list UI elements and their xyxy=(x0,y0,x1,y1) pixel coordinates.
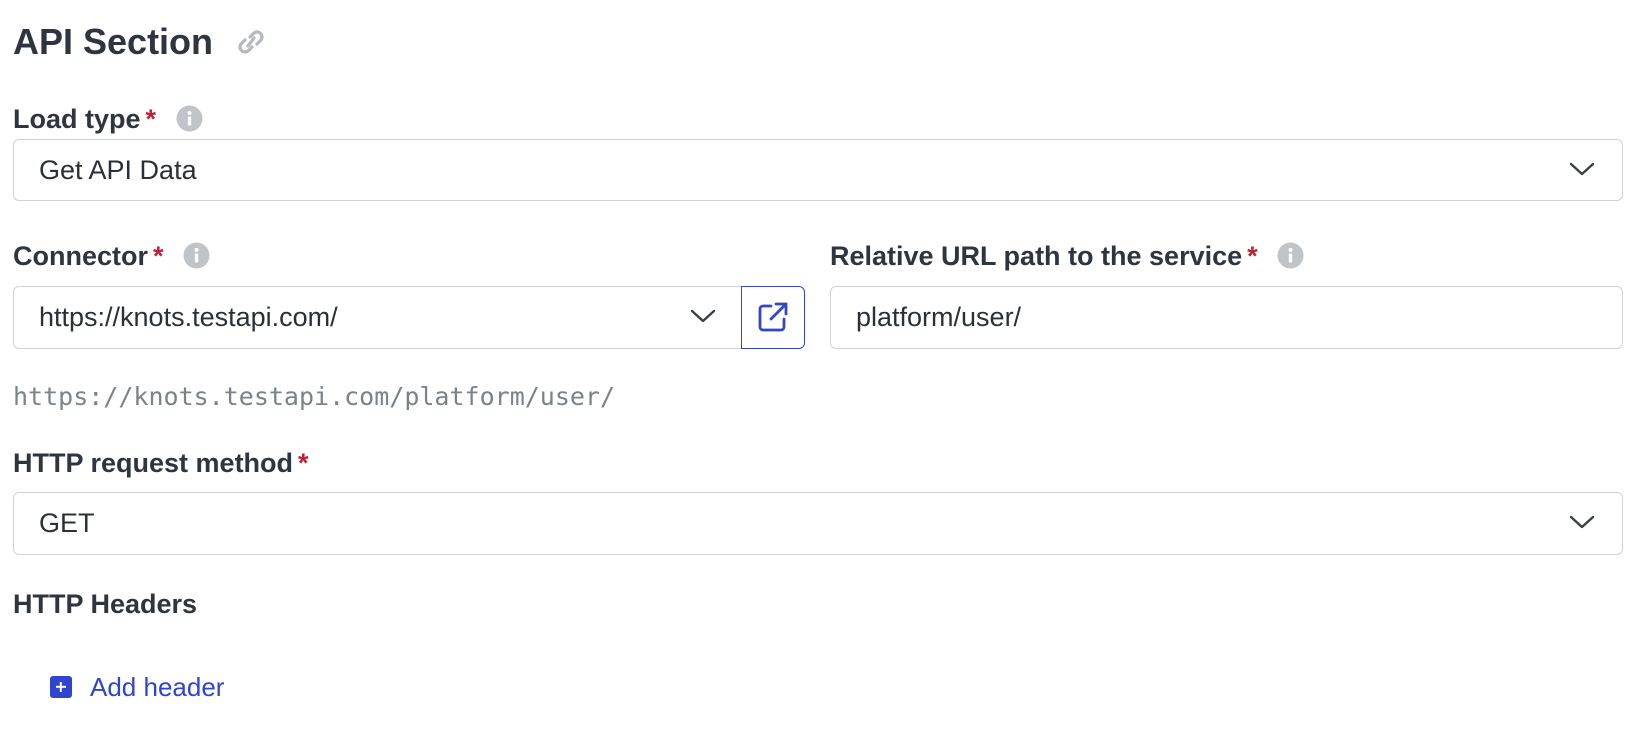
external-link-icon xyxy=(758,302,788,332)
resolved-url-preview: https://knots.testapi.com/platform/user/ xyxy=(13,382,616,411)
section-title: API Section xyxy=(13,21,214,62)
required-mark: * xyxy=(153,241,164,271)
connector-select[interactable]: https://knots.testapi.com/ xyxy=(13,286,743,349)
open-connector-button[interactable] xyxy=(741,286,805,349)
connector-label: Connector* xyxy=(13,239,210,273)
load-type-label: Load type* xyxy=(13,102,203,136)
http-headers-title: HTTP Headers xyxy=(13,589,198,619)
relative-url-label: Relative URL path to the service* xyxy=(830,239,1304,273)
info-icon[interactable] xyxy=(176,105,203,132)
http-method-label: HTTP request method* xyxy=(13,446,309,480)
connector-selected-value: https://knots.testapi.com/ xyxy=(39,302,338,332)
load-type-selected-value: Get API Data xyxy=(39,155,197,185)
link-icon[interactable] xyxy=(234,28,268,56)
required-mark: * xyxy=(298,448,309,478)
chevron-down-icon xyxy=(1569,515,1595,529)
info-icon[interactable] xyxy=(183,242,210,269)
chevron-down-icon xyxy=(1569,162,1595,176)
load-type-label-text: Load type xyxy=(13,104,141,134)
connector-label-text: Connector xyxy=(13,241,148,271)
add-header-button[interactable]: Add header xyxy=(50,670,224,704)
http-method-selected-value: GET xyxy=(39,508,95,538)
chevron-down-icon xyxy=(690,309,716,323)
plus-square-icon xyxy=(50,676,72,698)
relative-url-input[interactable]: platform/user/ xyxy=(830,286,1623,349)
http-method-select[interactable]: GET xyxy=(13,492,1623,555)
http-method-label-text: HTTP request method xyxy=(13,448,294,478)
required-mark: * xyxy=(1247,241,1258,271)
relative-url-label-text: Relative URL path to the service xyxy=(830,241,1243,271)
add-header-label: Add header xyxy=(90,671,225,702)
relative-url-value: platform/user/ xyxy=(856,302,1022,332)
required-mark: * xyxy=(145,104,157,134)
load-type-select[interactable]: Get API Data xyxy=(13,139,1623,201)
info-icon[interactable] xyxy=(1277,242,1304,269)
